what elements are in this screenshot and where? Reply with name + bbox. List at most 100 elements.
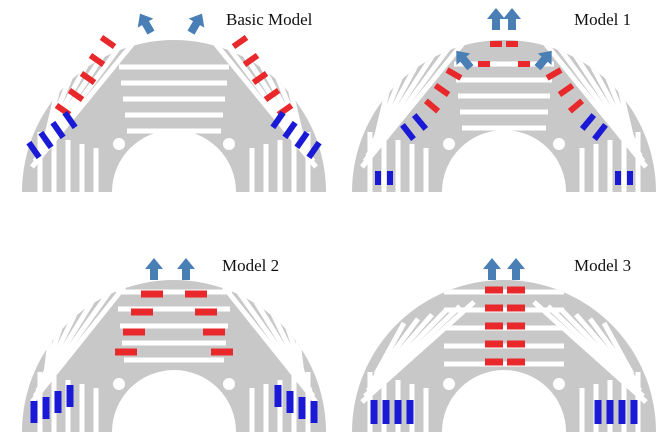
- magnet-outer: [400, 123, 416, 141]
- bolt-hole: [443, 378, 455, 390]
- magnet-inner: [99, 34, 117, 50]
- magnet-outer: [594, 400, 602, 424]
- magnet-outer: [298, 397, 306, 419]
- magnet-outer: [30, 401, 38, 423]
- flux-arrow-icon: [483, 258, 501, 280]
- magnet-outer: [286, 391, 294, 413]
- magnet-outer: [387, 171, 393, 185]
- magnet-outer: [62, 110, 78, 130]
- flux-barrier: [363, 304, 462, 399]
- magnet-outer: [42, 397, 50, 419]
- magnet-inner: [123, 328, 145, 336]
- magnet-outer: [274, 385, 282, 407]
- flux-barrier: [532, 300, 648, 404]
- flux-arrow-icon: [456, 50, 474, 71]
- rotor-model-1: [352, 8, 656, 192]
- flux-barrier: [360, 300, 476, 404]
- bolt-hole: [223, 138, 235, 150]
- panel-label-model-2: Model 2: [222, 256, 280, 275]
- magnet-outer: [606, 400, 614, 424]
- flux-arrow-icon: [503, 8, 521, 30]
- magnet-outer: [294, 130, 310, 150]
- magnet-inner: [507, 340, 525, 348]
- magnet-inner: [433, 82, 451, 98]
- magnet-inner: [203, 328, 225, 336]
- magnet-outer: [282, 120, 298, 140]
- magnet-outer: [630, 400, 638, 424]
- magnet-inner: [485, 322, 503, 330]
- magnet-inner: [478, 61, 490, 67]
- magnet-inner: [263, 87, 281, 103]
- magnet-outer: [382, 400, 390, 424]
- flux-barrier-group: [30, 40, 318, 192]
- magnet-inner: [79, 70, 97, 86]
- magnet-outer: [394, 400, 402, 424]
- magnet-inner: [141, 290, 163, 298]
- magnet-inner: [195, 308, 217, 316]
- magnet-inner: [485, 286, 503, 294]
- bolt-hole: [113, 138, 125, 150]
- magnet-inner: [506, 41, 518, 47]
- flux-arrow-icon: [145, 258, 163, 280]
- flux-arrow-icon: [534, 50, 552, 71]
- magnet-inner: [507, 304, 525, 312]
- magnet-outer: [375, 171, 381, 185]
- magnet-inner: [131, 308, 153, 316]
- magnet-inner: [507, 322, 525, 330]
- magnet-outer: [38, 130, 54, 150]
- magnet-inner: [185, 290, 207, 298]
- magnet-outer: [627, 171, 633, 185]
- magnet-outer: [66, 385, 74, 407]
- magnet-outer: [270, 110, 286, 130]
- rotor-basic-model: [22, 13, 326, 193]
- flux-arrow-icon: [187, 13, 205, 35]
- flux-barrier: [560, 308, 643, 393]
- magnet-inner: [545, 67, 563, 81]
- panel-label-model-1: Model 1: [574, 10, 632, 29]
- rotor-model-3: [352, 258, 656, 432]
- magnet-inner: [231, 34, 249, 50]
- flux-barrier-group: [360, 40, 648, 192]
- magnet-inner: [115, 348, 137, 356]
- bolt-hole: [553, 378, 565, 390]
- flux-arrow-icon: [177, 258, 195, 280]
- flux-arrow-icon: [487, 8, 505, 30]
- flux-barrier: [601, 321, 635, 376]
- magnet-inner: [507, 358, 525, 366]
- panel-label-basic-model: Basic Model: [226, 10, 313, 29]
- flux-arrow-icon: [507, 258, 525, 280]
- magnet-inner: [485, 304, 503, 312]
- magnet-inner: [485, 340, 503, 348]
- magnet-inner: [567, 98, 585, 114]
- magnet-outer: [310, 401, 318, 423]
- magnet-inner: [557, 82, 575, 98]
- magnet-inner: [251, 70, 269, 86]
- bolt-hole: [113, 378, 125, 390]
- magnet-outer: [618, 400, 626, 424]
- bolt-hole: [443, 138, 455, 150]
- magnet-inner: [67, 87, 85, 103]
- magnet-inner: [445, 67, 463, 81]
- magnet-inner: [518, 61, 530, 67]
- flux-barrier: [365, 308, 448, 393]
- magnet-outer: [306, 140, 322, 160]
- magnet-outer: [370, 400, 378, 424]
- flux-barrier: [373, 321, 407, 376]
- magnet-inner: [88, 52, 106, 68]
- magnet-inner: [423, 98, 441, 114]
- magnet-outer: [615, 171, 621, 185]
- flux-barrier: [546, 304, 645, 399]
- panel-label-model-3: Model 3: [574, 256, 632, 275]
- magnet-outer: [50, 120, 66, 140]
- magnet-outer: [411, 113, 429, 131]
- magnet-outer: [26, 140, 42, 160]
- magnet-outer: [54, 391, 62, 413]
- bolt-hole: [223, 378, 235, 390]
- rotor-model-2: [22, 258, 326, 432]
- flux-arrow-icon: [137, 13, 155, 35]
- magnet-outer: [406, 400, 414, 424]
- magnet-inner: [485, 358, 503, 366]
- bolt-hole: [553, 138, 565, 150]
- magnet-inner: [507, 286, 525, 294]
